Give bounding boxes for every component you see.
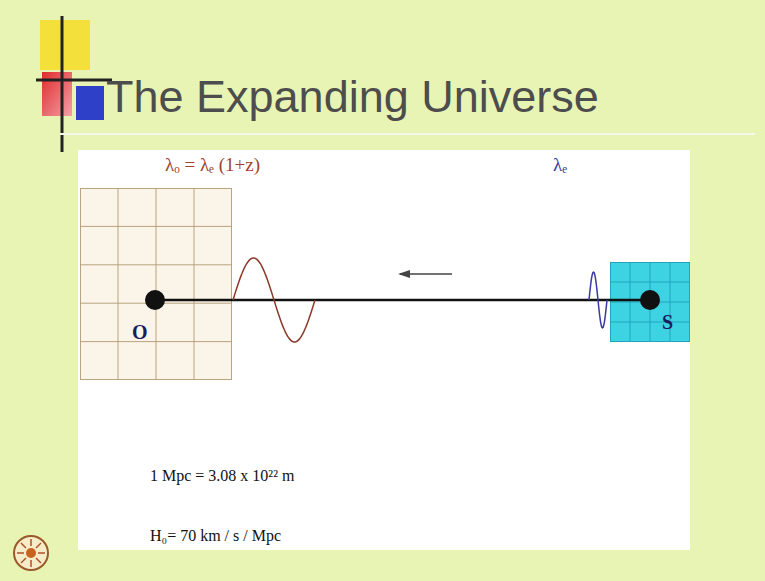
position-dot (145, 290, 165, 310)
direction-arrow-head (398, 270, 410, 278)
logo-core (26, 548, 36, 558)
title-rule (60, 133, 755, 135)
deco-yellow-square (40, 20, 90, 70)
grid-line (194, 188, 195, 380)
logo-rays (17, 539, 45, 567)
deco-blue-square (76, 86, 104, 120)
observer-grid: O (80, 188, 232, 380)
hubble-constant-note: H₀= 70 km / s / Mpc (150, 526, 281, 545)
logo (14, 536, 48, 570)
redshift-formula: λₒ = λₑ (1+z) (165, 154, 260, 177)
grid-line (80, 264, 232, 265)
grid-line (80, 341, 232, 342)
emitted-wavelength: λₑ (553, 154, 567, 177)
grid-frame (81, 189, 232, 380)
megaparsec-note: 1 Mpc = 3.08 x 10²² m (150, 466, 294, 485)
point-letter: O (132, 322, 148, 342)
logo-ring (14, 536, 48, 570)
grid-line (118, 188, 119, 380)
grid-figure (80, 188, 232, 380)
deco-vertical-line (61, 16, 64, 152)
grid-line (80, 226, 232, 227)
grid-frame (611, 263, 690, 342)
grid-figure (610, 262, 690, 342)
grid-line (610, 322, 690, 323)
deco-horizontal-line (36, 79, 112, 82)
point-letter: S (662, 312, 673, 332)
sight-line (232, 299, 610, 302)
white-panel (78, 150, 690, 550)
grid-line (156, 188, 157, 380)
observed-wave (233, 258, 315, 342)
position-dot (640, 290, 660, 310)
emitted-wave (589, 272, 607, 328)
slide-title: The Expanding Universe (106, 74, 599, 119)
source-grid: S (610, 262, 690, 342)
grid-line (610, 282, 690, 283)
sight-line-stub (155, 299, 232, 302)
